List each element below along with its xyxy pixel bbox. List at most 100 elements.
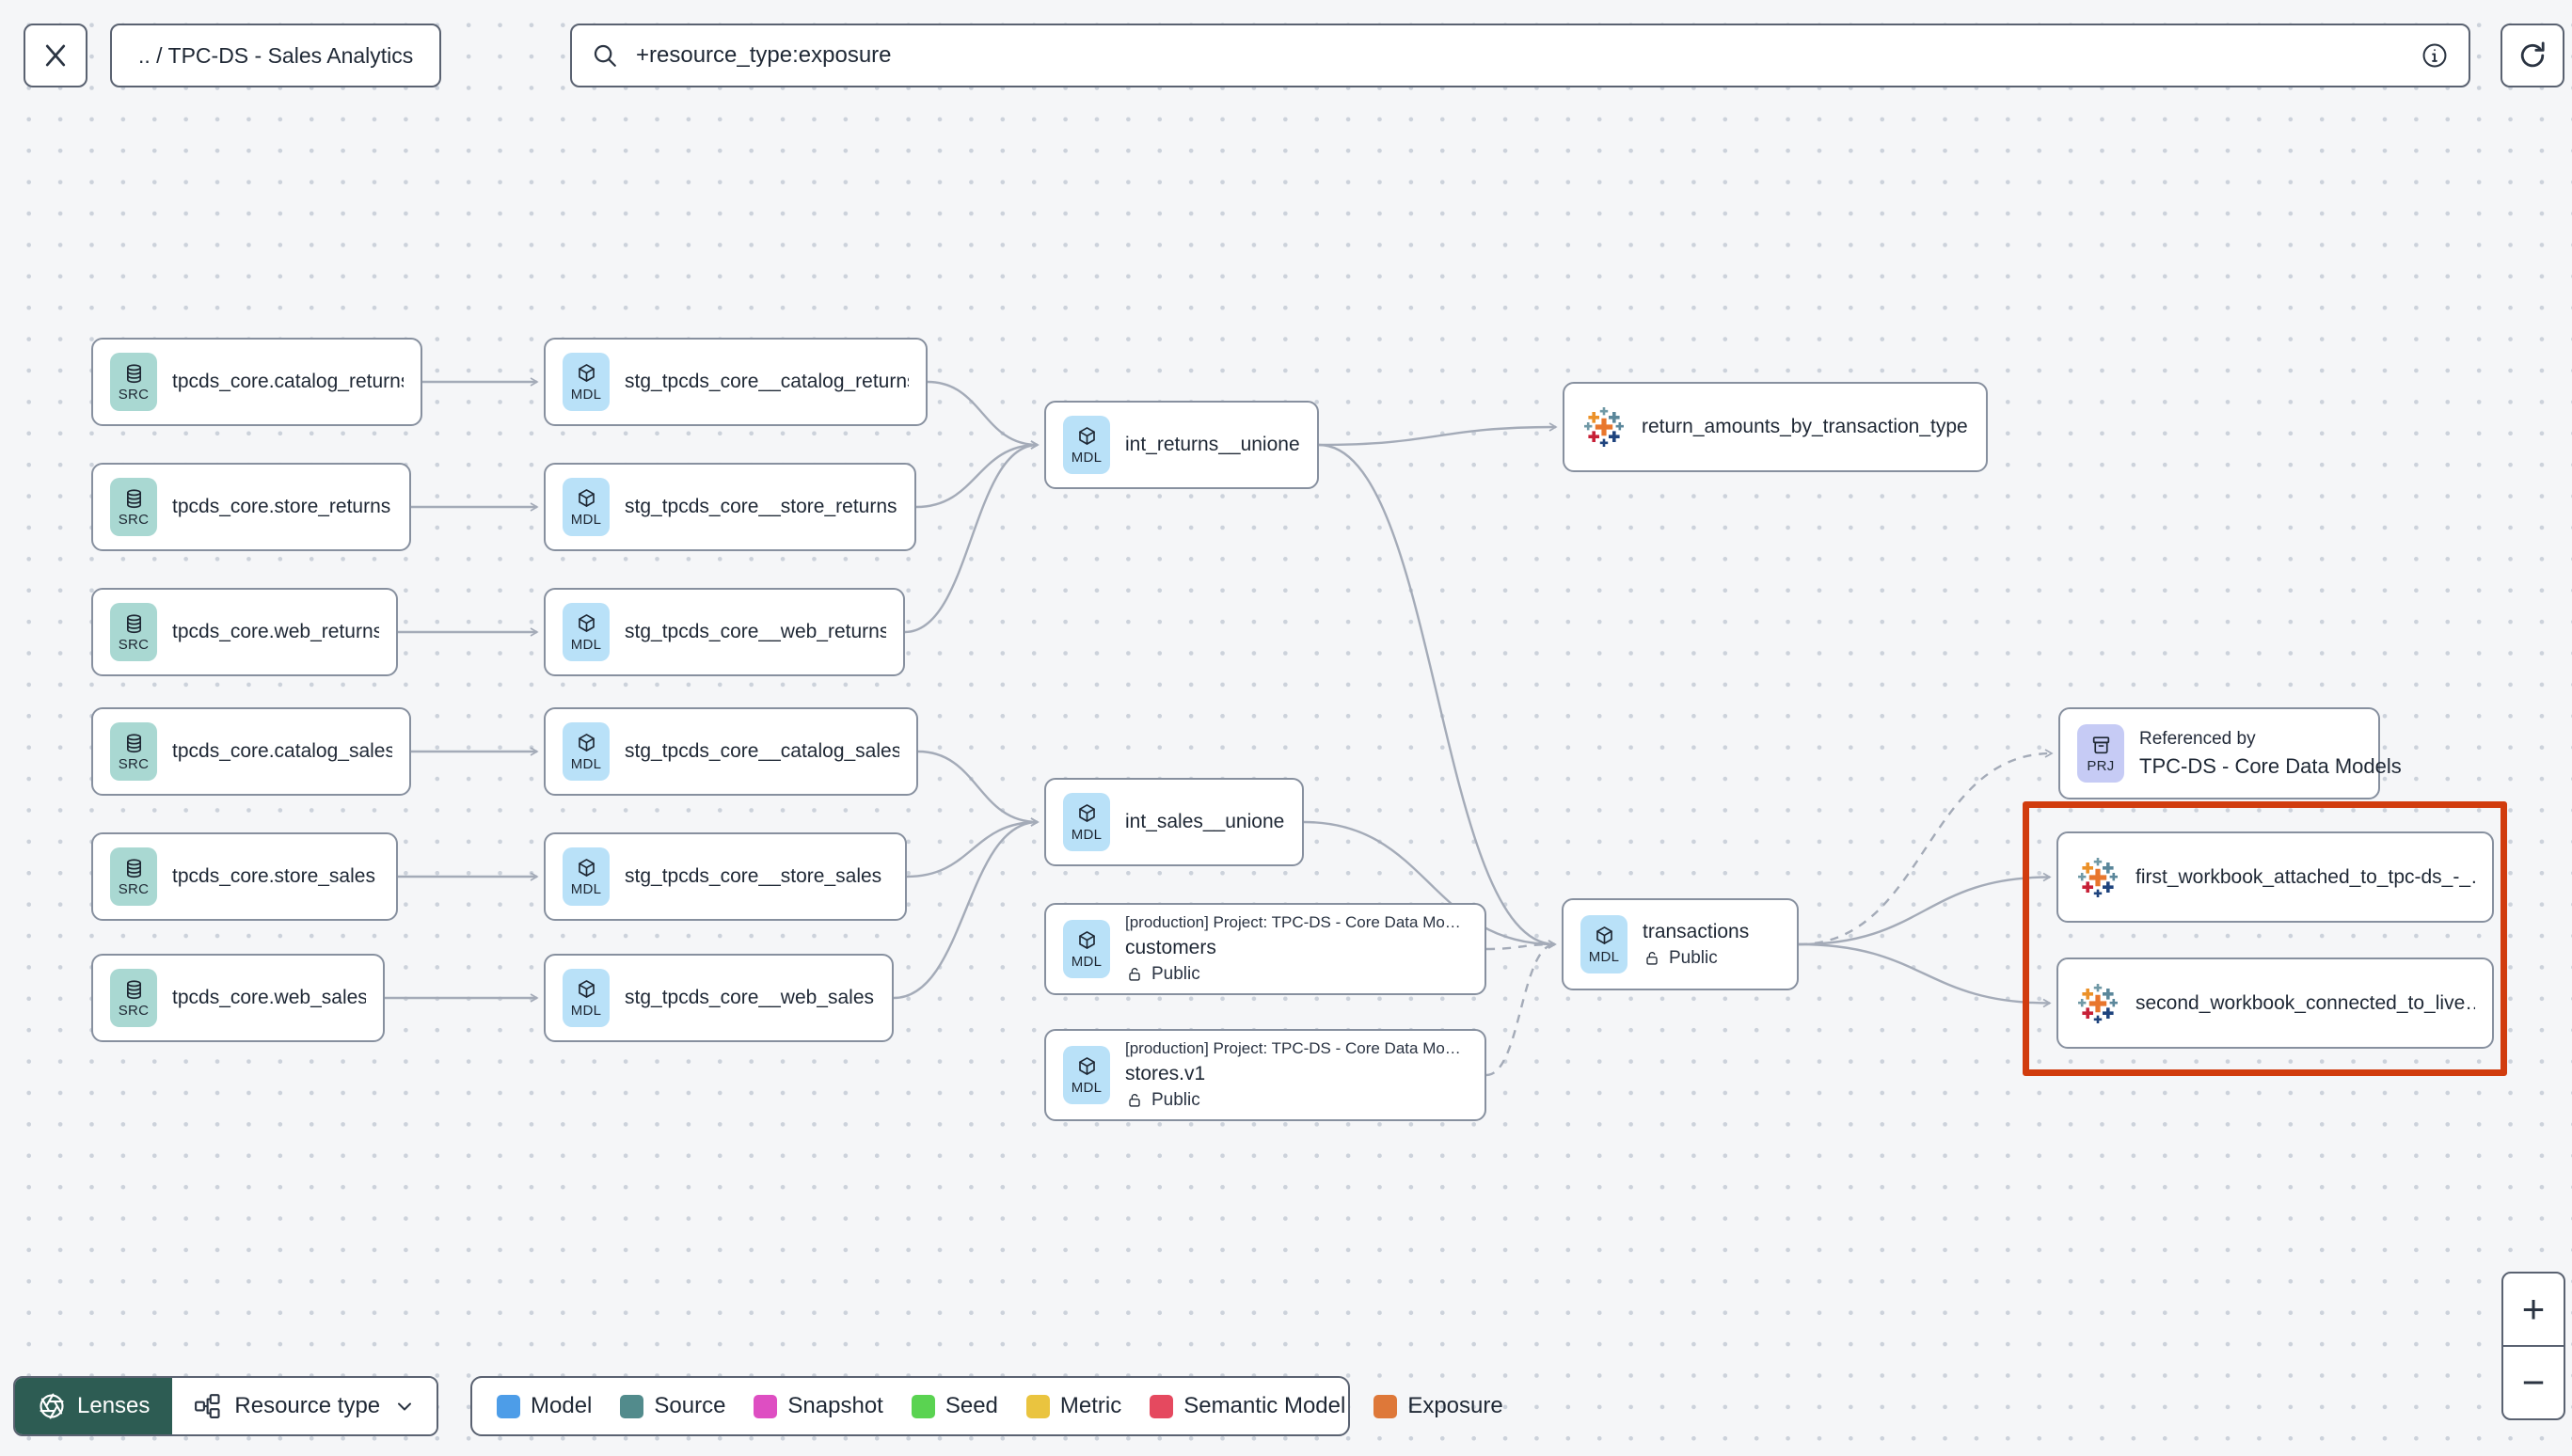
node-src-store-returns[interactable]: SRC tpcds_core.store_returns [91,463,411,551]
node-customers[interactable]: MDL[production] Project: TPC-DS - Core D… [1044,903,1486,995]
model-badge: MDL [563,969,610,1027]
refresh-button[interactable] [2501,24,2564,87]
node-label: first_workbook_attached_to_tpc-ds_-_… [2135,865,2475,888]
node-label: transactions [1643,920,1750,942]
lineage-edge [915,440,1040,509]
node-project-context: [production] Project: TPC-DS - Core Data… [1125,1039,1461,1057]
cube-icon [1078,803,1095,822]
node-int-sales-unioned[interactable]: MDL int_sales__unioned [1044,778,1304,866]
refresh-icon [2520,41,2545,68]
database-icon [126,858,141,878]
search-input[interactable] [634,41,2420,70]
lineage-edge [927,380,1040,450]
tableau-icon [1584,407,1624,447]
node-label: stg_tpcds_core__store_sales [625,865,882,887]
database-icon [126,613,141,633]
search-icon [594,44,616,67]
node-label: stores.v1 [1125,1063,1206,1084]
lineage-edge [906,817,1040,878]
close-icon [45,44,66,67]
node-second-workbook[interactable]: second_workbook_connected_to_live… [2056,957,2494,1049]
source-badge: SRC [110,478,157,536]
node-label: tpcds_core.store_returns [172,496,391,517]
node-label: second_workbook_connected_to_live… [2135,991,2475,1014]
aperture-icon [40,1393,64,1419]
project-badge: PRJ [2077,724,2124,783]
source-badge: SRC [110,722,157,781]
node-label: tpcds_core.store_sales [172,865,375,887]
breadcrumb[interactable]: .. / TPC-DS - Sales Analytics [110,24,442,87]
model-badge: MDL [1063,793,1110,851]
model-badge: MDL [1063,920,1110,978]
zoom-out-button[interactable]: − [2503,1347,2564,1418]
node-stg-web-sales[interactable]: MDL stg_tpcds_core__web_sales [544,954,894,1042]
legend-item-source: Source [620,1393,725,1419]
database-icon [126,363,141,383]
access-label: Public [1151,1090,1200,1110]
resource-type-label: Resource type [234,1393,381,1418]
legend-swatch [620,1394,644,1418]
cube-icon [1078,426,1095,445]
legend-swatch [497,1394,520,1418]
model-badge: MDL [563,478,610,536]
lineage-edge [1318,422,1558,447]
cube-icon [578,733,595,752]
close-button[interactable] [24,24,87,87]
unlock-icon [1646,951,1658,965]
cube-icon [1078,1056,1095,1075]
database-icon [126,488,141,508]
node-label: int_sales__unioned [1125,811,1285,832]
lineage-edge [1798,942,2052,1008]
legend-item-seed: Seed [911,1393,998,1419]
legend-item-metric: Metric [1025,1393,1121,1419]
cube-icon [1596,926,1612,944]
node-return-amounts[interactable]: return_amounts_by_transaction_type [1563,382,1988,472]
zoom-in-button[interactable]: + [2503,1274,2564,1345]
access-label: Public [1151,964,1200,984]
model-badge: MDL [1580,915,1627,973]
node-stores-v1[interactable]: MDL[production] Project: TPC-DS - Core D… [1044,1029,1486,1121]
cube-icon [1078,930,1095,949]
cube-icon [578,979,595,998]
node-label: tpcds_core.web_sales [172,987,366,1008]
database-icon [126,733,141,752]
node-label: stg_tpcds_core__web_sales [625,987,875,1008]
lineage-edge [1318,443,1557,949]
cube-icon [578,363,595,382]
legend-swatch [911,1394,935,1418]
info-icon[interactable] [2420,40,2450,71]
node-access: Public [1125,964,1461,985]
node-first-workbook[interactable]: first_workbook_attached_to_tpc-ds_-_… [2056,831,2494,923]
legend-swatch [1025,1394,1050,1418]
node-label: stg_tpcds_core__catalog_returns [625,371,909,392]
zoom-controls: + − [2501,1272,2565,1420]
legend-swatch [1150,1394,1174,1418]
source-badge: SRC [110,603,157,661]
tableau-icon [2078,857,2118,897]
search-bar[interactable] [570,24,2470,87]
legend-label: Snapshot [787,1393,883,1418]
resource-type-dropdown[interactable]: Resource type [172,1378,437,1434]
node-access: Public [1643,948,1749,969]
node-label: tpcds_core.catalog_returns [172,371,404,392]
chevron-down-icon [398,1402,412,1411]
legend-label: Source [654,1393,726,1418]
lineage-edge [1485,940,1557,1077]
legend-label: Model [531,1393,593,1418]
lenses-button[interactable]: Lenses [15,1378,173,1434]
